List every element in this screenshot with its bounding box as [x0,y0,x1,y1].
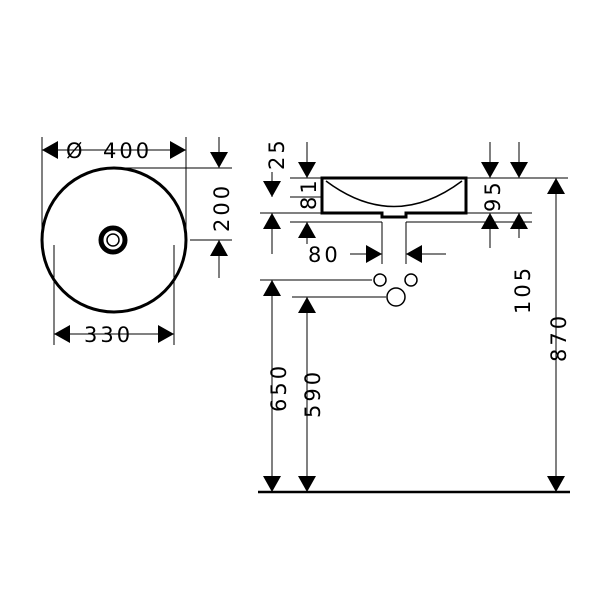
height-590-arrow-top [298,297,316,313]
drain-width-arrow-right [406,245,422,263]
bowl-arrow-top [263,181,281,197]
rim-arrow-top [298,162,316,178]
basin-outline-circle [40,166,188,314]
drain-width-arrow-left [366,245,382,263]
bowl-arrow-inner [298,222,316,238]
waste-pipe-circle [386,287,406,307]
drain-inner-ring [106,233,120,247]
top-view: Ø 400 330 200 [40,137,234,347]
supply-cold-circle [373,273,387,287]
spacing-arrow-right [158,325,174,343]
total-height-label: 870 [547,313,571,362]
spacing-arrow-left [54,325,70,343]
basin-height-label: 95 [481,179,505,212]
basin-outline [320,176,468,219]
diameter-arrow-left [42,141,58,159]
height-870-arrow-bottom [547,476,565,492]
drop-arrow-top [510,162,528,178]
drain-drop-label: 105 [511,265,535,314]
drain-outer-ring [98,225,128,255]
diameter-arrow-right [170,141,186,159]
height-650-arrow-bottom [263,476,281,492]
supply-height-upper-label: 650 [267,363,291,412]
spacing-label: 330 [84,323,133,347]
diameter-symbol: Ø [66,139,86,163]
rim-label: 25 [265,137,289,170]
height-arrow-top [481,162,499,178]
height-arrow-bottom [481,213,499,229]
height-870-arrow-top [547,178,565,194]
height-650-arrow-top [263,280,281,296]
drain-width-label: 80 [308,243,341,267]
drop-arrow-bottom [510,213,528,229]
supply-hot-circle [404,273,418,287]
bowl-depth-label: 81 [297,177,321,210]
basin-bowl-curve [325,180,463,208]
diameter-label: 400 [103,139,152,163]
side-view: 25 81 95 105 80 [258,137,571,494]
supply-height-lower-label: 590 [301,369,325,418]
offset-arrow-bottom [210,240,228,256]
bowl-arrow-bottom [263,213,281,229]
height-590-arrow-bottom [298,476,316,492]
offset-label: 200 [210,183,234,232]
offset-arrow-top [210,152,228,168]
